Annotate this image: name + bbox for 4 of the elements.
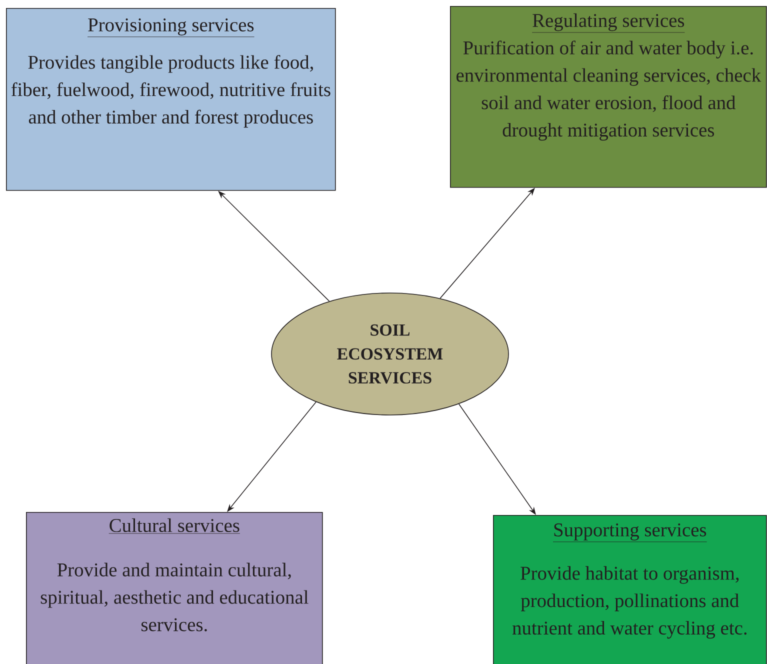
service-box: Cultural services Provide and maintain cultural, spiritual, aesthetic and educational services. bbox=[26, 512, 323, 664]
service-box: Supporting services Provide habitat to organism, production, pollinations and nutrient and water cycling etc. bbox=[493, 515, 767, 664]
service-box: Provisioning services Provides tangible products like food, fiber, fuelwood, firewood, nutritive fruits and other timber and forest produces bbox=[6, 8, 336, 191]
service-box: Regulating services Purification of air and water body i.e. environmental cleaning services, check soil and water erosion, flood and drought mitigation services bbox=[450, 6, 767, 188]
